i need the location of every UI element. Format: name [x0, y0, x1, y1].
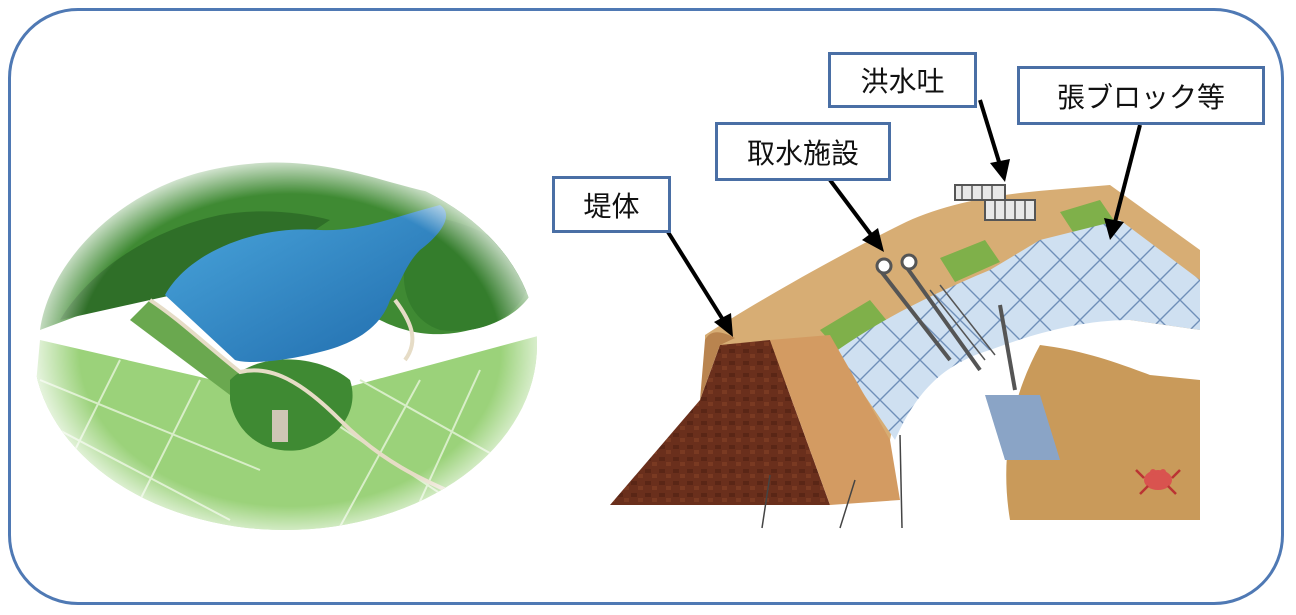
embankment-label: 堤体 [552, 176, 671, 233]
reservoir-aerial-illustration [33, 160, 537, 530]
dam-cutaway-diagram [583, 160, 1211, 529]
spillway-label: 洪水吐 [828, 52, 977, 108]
revetment-block-label: 張ブロック等 [1017, 66, 1265, 125]
crab-icon [1135, 469, 1181, 495]
callout-arrows [666, 99, 1142, 337]
intake-facility-label: 取水施設 [715, 122, 891, 181]
